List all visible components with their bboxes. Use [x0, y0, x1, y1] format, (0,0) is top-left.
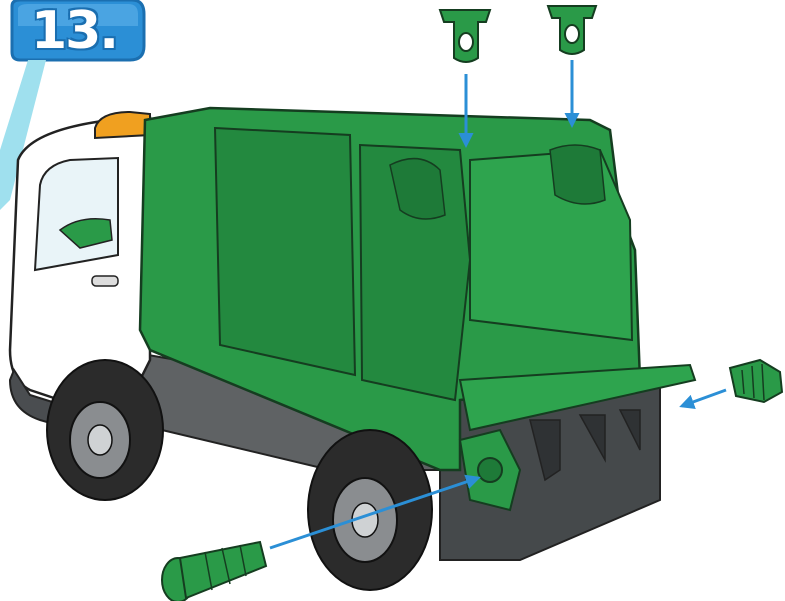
green-eye-connector-icon: [548, 6, 596, 54]
blue-arrow-icon: [682, 390, 726, 406]
green-screw-pin-icon: [162, 542, 266, 601]
rear-wheel: [308, 430, 432, 590]
green-eye-connector-icon: [440, 10, 490, 62]
front-wheel: [47, 360, 163, 500]
green-screw-pin-icon: [730, 360, 782, 402]
